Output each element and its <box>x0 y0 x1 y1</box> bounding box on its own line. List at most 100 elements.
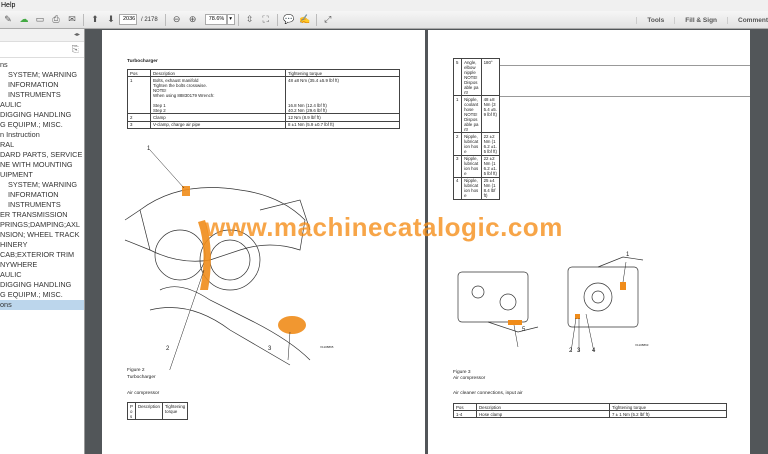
bookmark-item[interactable]: n Instruction <box>0 130 40 139</box>
bookmark-item[interactable]: DARD PARTS, SERVICE <box>0 150 83 159</box>
cell: 48 ±8 Nm (35.4 ±5.9 lbf ft) 16.8 Nm (12.… <box>285 76 400 115</box>
zoom-input[interactable]: 78.6% <box>204 14 227 25</box>
cell: 22 ±2 Nm (16.2 ±1.5 lbf ft) <box>480 132 501 156</box>
scrollbar[interactable] <box>85 29 102 454</box>
cell: Nipple, coolant hose NOTE! Disposable pa… <box>461 95 482 134</box>
figure-label: Figure 2 <box>127 368 145 373</box>
cell: 2 <box>127 113 151 122</box>
col-header: Tightening torque <box>285 68 400 78</box>
bookmark-item[interactable]: AULIC <box>0 100 22 109</box>
highlight-icon[interactable]: ✍ <box>299 14 311 24</box>
bookmark-item[interactable]: NE WITH MOUNTING <box>0 160 73 169</box>
callout: 2 <box>166 346 170 352</box>
cell: 25 ±4 Nm (18.4 lbf ft) <box>480 176 501 200</box>
fill-sign-button[interactable]: Fill & Sign <box>674 16 727 24</box>
bookmark-item[interactable]: INSTRUMENTS <box>8 90 61 99</box>
print-icon[interactable]: ⎙ <box>52 14 60 24</box>
figure-label: Figure 3 <box>453 370 471 375</box>
save-icon[interactable]: ▭ <box>35 14 45 24</box>
bookmark-item[interactable]: INSTRUMENTS <box>8 200 61 209</box>
bookmark-item[interactable]: DIGGING HANDLING <box>0 110 72 119</box>
expand-icon[interactable]: ⤢ <box>324 14 332 24</box>
bookmark-item[interactable]: PRINGS;DAMPING;AXL <box>0 220 80 229</box>
bookmark-item[interactable]: RAL <box>0 140 15 149</box>
tools-button[interactable]: Tools <box>636 16 674 24</box>
bookmark-item[interactable]: AULIC <box>0 270 22 279</box>
figure-code: V1108863 <box>635 343 649 347</box>
turbocharger-illustration <box>124 150 311 370</box>
bookmark-item[interactable]: G EQUIPM.; MISC. <box>0 290 63 299</box>
zoom-in-icon[interactable]: ⊕ <box>188 14 197 24</box>
divider <box>276 13 278 26</box>
cell: 1 <box>127 76 151 115</box>
prev-page-icon[interactable]: ⬆ <box>91 14 99 24</box>
bookmark-item[interactable]: ons <box>0 300 84 310</box>
collapse-icon[interactable]: ◂▸ <box>73 32 80 38</box>
edit-icon[interactable]: ✎ <box>4 14 12 24</box>
bookmark-item[interactable]: INFORMATION <box>8 190 59 199</box>
table-border <box>475 65 750 97</box>
menu-help[interactable]: Help <box>1 2 16 9</box>
toolbar: ✎ ☁ ▭ ⎙ ✉ ⬆ ⬇ 2036 / 2178 ⊖ ⊕ 78.6% ▾ ⇳ … <box>0 11 768 29</box>
cell: 180° <box>480 57 501 97</box>
fit-page-icon[interactable]: ⇳ <box>245 14 254 24</box>
full-screen-icon[interactable]: ⛶ <box>262 14 269 24</box>
bookmark-item[interactable]: G EQUIPM.; MISC. <box>0 120 63 129</box>
cell: 12 Nm (8.9 lbf ft) <box>285 113 400 122</box>
zoom-out-icon[interactable]: ⊖ <box>172 14 181 24</box>
cell: Bolts, exhaust manifold Tighten the bolt… <box>150 76 286 115</box>
bookmark-item[interactable]: ER TRANSMISSION <box>0 210 68 219</box>
section-title: Turbocharger <box>127 59 158 64</box>
cell: Clamp <box>150 113 286 122</box>
cloud-icon[interactable]: ☁ <box>19 14 29 24</box>
options-icon[interactable]: ⎘ <box>71 44 79 54</box>
bookmark-item[interactable]: NYWHERE <box>0 260 38 269</box>
bookmark-item[interactable]: NSION; WHEEL TRACK <box>0 230 80 239</box>
bookmark-item[interactable]: CAB;EXTERIOR TRIM <box>0 250 75 259</box>
bookmark-item[interactable]: SYSTEM; WARNING <box>8 70 78 79</box>
col-header: Description <box>134 401 163 421</box>
comment-icon[interactable]: 💬 <box>283 14 295 24</box>
cell: Hose clamp <box>476 410 610 419</box>
bookmark-item[interactable]: DIGGING HANDLING <box>0 280 72 289</box>
bookmark-item[interactable]: UIPMENT <box>0 170 33 179</box>
divider <box>237 13 239 26</box>
cell: Nipple, lubrication hose <box>461 132 482 156</box>
callout: 2 <box>569 348 573 354</box>
cell: 22 ±2 Nm (16.2 ±1.5 lbf ft) <box>480 154 501 178</box>
section-title: Air compressor <box>127 391 160 396</box>
figure-caption: Air compressor <box>453 376 486 381</box>
col-header: Tightening torque <box>609 402 727 412</box>
menu-bar: Help <box>0 0 768 11</box>
callout: 1 <box>147 146 151 152</box>
cell: 2 <box>452 132 463 156</box>
figure-code: V1108865 <box>320 345 334 349</box>
col-header: Tightening torque <box>161 401 189 421</box>
cell: Nipple, lubrication hose <box>461 176 482 200</box>
cell: 3 <box>452 154 463 178</box>
email-icon[interactable]: ✉ <box>68 14 76 24</box>
bookmark-item[interactable]: INFORMATION <box>8 80 59 89</box>
bookmark-item[interactable]: ns <box>0 60 8 69</box>
callout: 3 <box>268 346 272 352</box>
page-number-input[interactable]: 2036 <box>119 14 137 25</box>
zoom-dropdown[interactable]: ▾ <box>226 14 235 25</box>
callout: 5 <box>522 327 526 333</box>
comment-button[interactable]: Comment <box>727 16 768 24</box>
cell: 48 ±8 Nm (35.4 ±5.9 lbf ft) <box>480 95 501 134</box>
bookmark-item[interactable]: SYSTEM; WARNING <box>8 180 78 189</box>
callout: 1 <box>626 252 630 258</box>
bookmark-item[interactable]: HINERY <box>0 240 28 249</box>
next-page-icon[interactable]: ⬇ <box>107 14 115 24</box>
col-header: Description <box>476 402 610 412</box>
